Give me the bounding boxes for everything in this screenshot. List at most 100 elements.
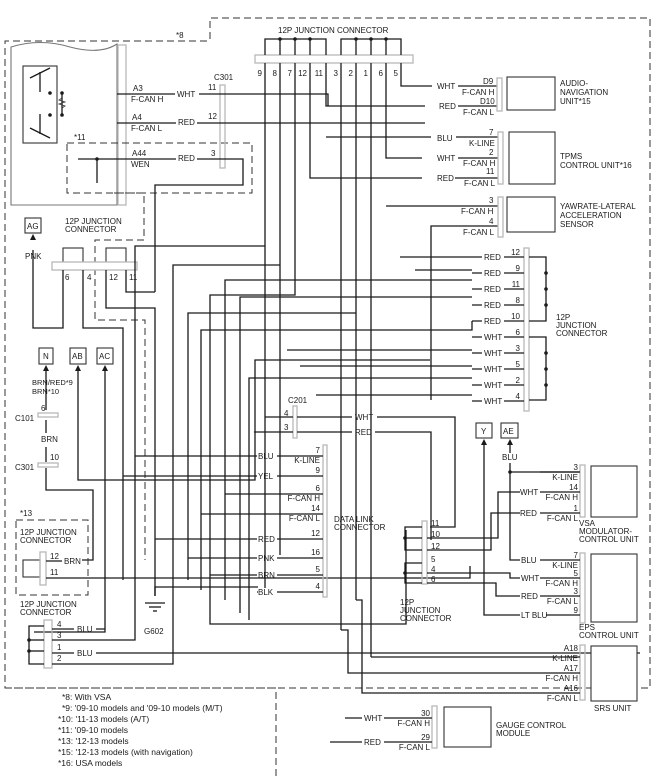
ecm-signal-fcan-l: F-CAN L: [131, 124, 163, 133]
vsa-signal: F-CAN L: [547, 514, 579, 523]
top-jc-pin: 6: [379, 69, 384, 78]
yawrate-name: YAWRATE-LATERAL: [560, 202, 636, 211]
center-jc-pin: 4: [431, 565, 436, 574]
wire-wen: [117, 158, 244, 292]
lower-left-jc-name: CONNECTOR: [20, 608, 72, 617]
ref-ag-box[interactable]: [24, 217, 42, 234]
vsa-signal: F-CAN H: [546, 493, 579, 502]
top-jc-pin: 2: [349, 69, 354, 78]
right-jc-wire: WHT: [484, 333, 502, 342]
right-jc-bus-wht: [529, 336, 547, 401]
audio-nav-signal: F-CAN L: [463, 108, 495, 117]
gauge-wire: WHT: [364, 714, 382, 723]
eps-pin: 3: [574, 587, 579, 596]
audio-nav-signal: F-CAN H: [462, 88, 495, 97]
audio-nav-name: UNIT*15: [560, 97, 591, 106]
wire-color: WHT: [177, 90, 195, 99]
center-jc-name: 12P: [400, 598, 414, 607]
srs-pin: A16: [564, 684, 579, 693]
vsa-name: CONTROL UNIT: [579, 535, 639, 544]
yawrate-name: ACCELERATION: [560, 211, 622, 220]
dlc-pin: 6: [316, 484, 321, 493]
top-jc-pin: 7: [288, 69, 293, 78]
right-jc-wire: WHT: [484, 365, 502, 374]
vsa-region-mark: *8: [176, 31, 184, 40]
ref-ac-box[interactable]: [96, 347, 114, 365]
wire: [52, 264, 280, 665]
jc13-pin: 12: [50, 552, 59, 561]
arrow-up-icon: [30, 234, 36, 240]
ref-ae-box[interactable]: [500, 422, 519, 439]
legend-item: *13: '12-13 models: [58, 736, 129, 746]
wire-blk: [154, 586, 258, 596]
lower-left-jc-pin: 4: [57, 620, 62, 629]
tpms-wire: WHT: [437, 154, 455, 163]
right-jc-name: 12P: [556, 313, 570, 322]
wire: [224, 279, 472, 600]
ref-n-box[interactable]: [38, 347, 54, 365]
vsa-modulator-control-unit: [590, 465, 638, 518]
ref-n: N: [43, 352, 49, 361]
eps-wire: WHT: [521, 574, 539, 583]
right-jc-name: CONNECTOR: [556, 329, 608, 338]
right-jc-pin: 3: [516, 344, 521, 353]
c301-label: C301: [214, 73, 234, 82]
wire-trunk: [400, 63, 432, 87]
left-jc-pin: 4: [87, 273, 92, 282]
ground-label: G602: [144, 627, 164, 636]
vsa-pin: 14: [569, 483, 578, 492]
arrow-up-icon: [481, 439, 487, 445]
tpms-name: TPMS: [560, 152, 582, 161]
dlc-wire: BLU: [258, 452, 274, 461]
dlc-wire: BLK: [258, 588, 274, 597]
ref-ab-box[interactable]: [69, 347, 87, 365]
ecm-pin-a3: A3: [133, 84, 143, 93]
eps-name: CONTROL UNIT: [579, 631, 639, 640]
right-jc-bus-red: [529, 256, 547, 322]
right-jc-wire: RED: [484, 269, 501, 278]
vsa-pin: 1: [574, 504, 579, 513]
c201-pin: 4: [284, 409, 289, 418]
yawrate-signal: F-CAN L: [463, 228, 495, 237]
wire-color: RED: [178, 154, 195, 163]
gauge-pin: 29: [421, 733, 430, 742]
wire: [356, 599, 580, 694]
ground-icon: [145, 602, 165, 612]
tpms-signal: F-CAN H: [463, 159, 496, 168]
top-jc-pin: 11: [315, 69, 324, 78]
right-jc-pin: 2: [516, 376, 521, 385]
center-jc-pin: 10: [431, 530, 440, 539]
ref-y-box[interactable]: [475, 422, 493, 439]
legend-item: *11: '09-10 models: [58, 725, 128, 735]
legend-item: *10: '11-13 models (A/T): [58, 714, 149, 724]
eps-wire: LT BLU: [521, 611, 548, 620]
left-jc-name: 12P JUNCTION: [65, 217, 122, 226]
eps-pin: 9: [574, 606, 579, 615]
left-jc-terminal: [62, 247, 84, 264]
top-jc-pin: 9: [258, 69, 263, 78]
wire-fcan-h: [117, 93, 329, 106]
gauge-name: GAUGE CONTROL: [496, 721, 567, 730]
vsa-region-boundary: [4, 17, 651, 689]
jc13-region-boundary: [15, 519, 89, 596]
wire-trunk: [309, 63, 422, 179]
jc13-name: CONNECTOR: [20, 536, 72, 545]
center-jc-pin: 6: [431, 575, 436, 584]
right-jc-pin: 11: [512, 280, 521, 289]
wen-region-mark: *11: [74, 133, 86, 142]
top-jc-pin: 3: [334, 69, 339, 78]
dlc-name: CONNECTOR: [334, 523, 386, 532]
yawrate-signal: F-CAN H: [461, 207, 494, 216]
yawrate-pin: 3: [489, 196, 494, 205]
dlc-pin: 16: [311, 548, 320, 557]
wire-red: [254, 431, 432, 540]
c201-wire: RED: [355, 428, 372, 437]
right-jc-pin: 6: [516, 328, 521, 337]
top-jc-bus-2: [340, 38, 402, 55]
eps-signal: F-CAN H: [546, 579, 579, 588]
arrow-up-icon: [75, 365, 81, 371]
right-jc-wire: RED: [484, 317, 501, 326]
top-jc-title: 12P JUNCTION CONNECTOR: [278, 26, 389, 35]
